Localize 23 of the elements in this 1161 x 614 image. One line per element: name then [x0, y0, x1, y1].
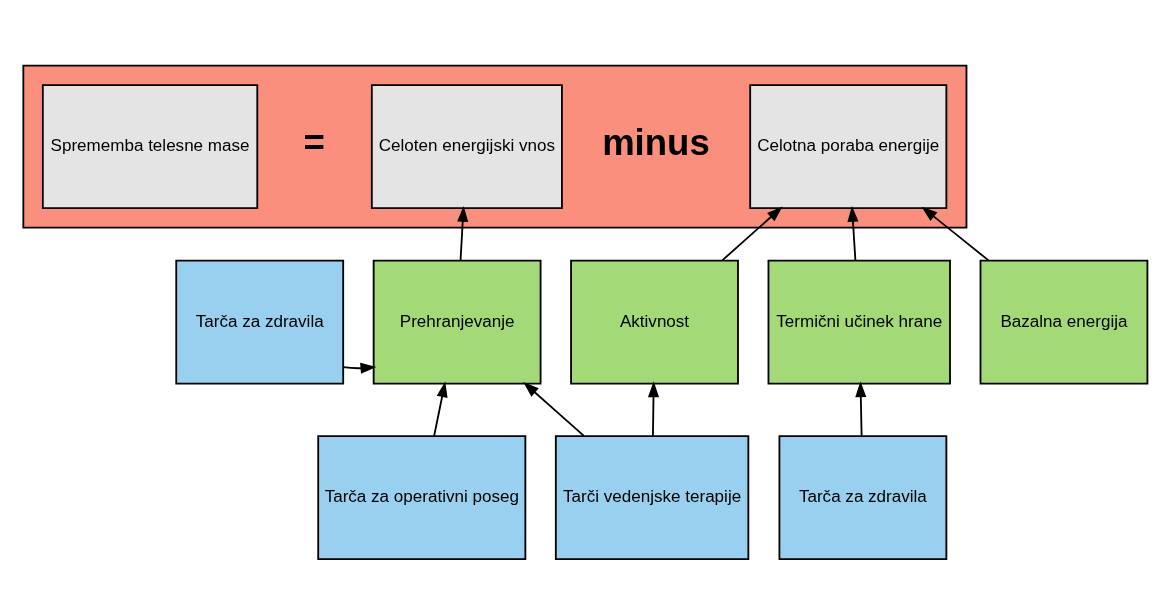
- node-box: Termični učinek hrane: [767, 259, 951, 385]
- node-box: Prehranjevanje: [372, 259, 542, 385]
- arrow: [847, 205, 859, 261]
- arrow: [721, 206, 783, 261]
- label: =: [303, 121, 325, 163]
- arrow: [433, 380, 448, 437]
- node-box: Tarča za zdravila: [175, 259, 345, 385]
- node-box: Celoten energijski vnos: [370, 83, 563, 209]
- node-box: Aktivnost: [570, 259, 739, 385]
- node-box: Bazalna energija: [979, 259, 1149, 385]
- arrow: [342, 362, 377, 374]
- node-box: Tarča za zdravila: [778, 434, 948, 560]
- node-box: Celotna poraba energije: [749, 83, 948, 209]
- arrow: [647, 380, 660, 437]
- cluster: [22, 64, 968, 229]
- arrow: [457, 205, 469, 261]
- node-box: Sprememba telesne mase: [41, 83, 259, 209]
- arrow: [855, 380, 867, 437]
- arrow: [921, 206, 990, 261]
- node-box: Tarči vedenjske terapije: [554, 434, 750, 560]
- label: minus: [602, 121, 710, 163]
- arrow: [523, 381, 585, 437]
- node-box: Tarča za operativni poseg: [317, 434, 527, 560]
